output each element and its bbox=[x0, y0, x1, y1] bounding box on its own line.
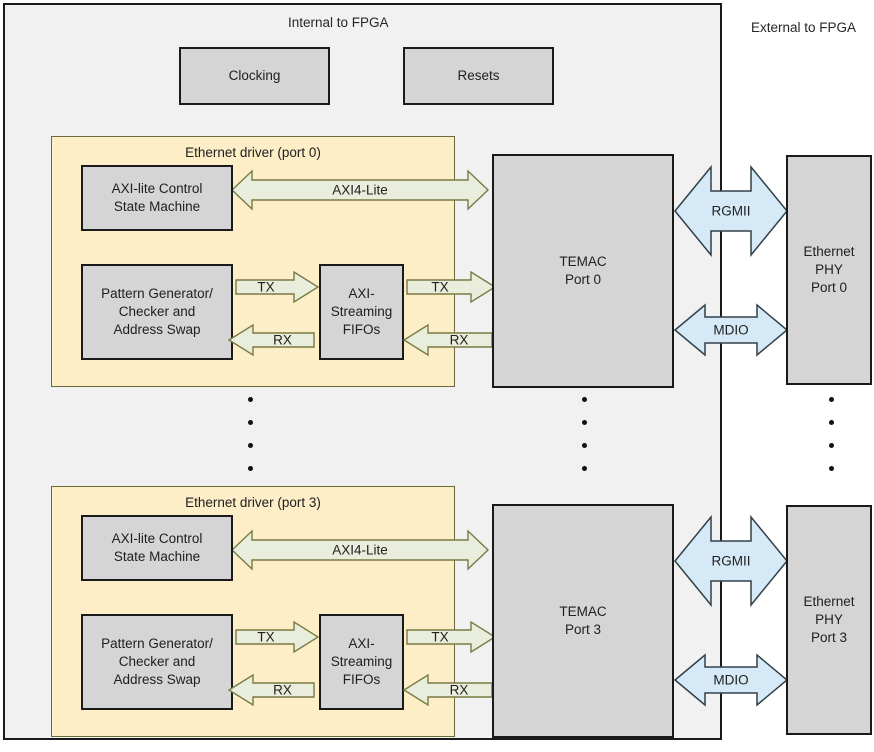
block-ethernet-phy-port3[interactable]: Ethernet PHY Port 3 bbox=[786, 505, 872, 735]
dot bbox=[248, 466, 253, 471]
dot bbox=[829, 466, 834, 471]
rx-outer-arrow-shape bbox=[402, 673, 493, 707]
fifos-line1: AXI- bbox=[348, 286, 375, 302]
block-clocking[interactable]: Clocking bbox=[179, 47, 330, 105]
arrow-rx-outer-port0: RX bbox=[402, 323, 493, 357]
continuation-dots-driver bbox=[248, 397, 253, 471]
dot bbox=[582, 443, 587, 448]
dot bbox=[582, 420, 587, 425]
ethernet-driver-port0-title: Ethernet driver (port 0) bbox=[185, 145, 321, 160]
arrow-axi4-lite-port0: AXI4-Lite bbox=[230, 169, 490, 211]
phy-line2: PHY bbox=[815, 612, 843, 628]
arrow-tx-inner-port3: TX bbox=[235, 620, 320, 654]
arrow-rx-outer-port3: RX bbox=[402, 673, 493, 707]
control-sm-line2: State Machine bbox=[113, 199, 201, 214]
dot bbox=[248, 420, 253, 425]
block-axi-streaming-fifos-port0[interactable]: AXI- Streaming FIFOs bbox=[319, 264, 404, 360]
axi4-lite-arrow-shape bbox=[230, 169, 490, 211]
pattern-gen-line1: Pattern Generator/ bbox=[101, 636, 213, 652]
control-sm-line2: State Machine bbox=[113, 549, 201, 564]
rx-inner-arrow-shape bbox=[227, 323, 315, 357]
pattern-gen-line2: Checker and bbox=[118, 654, 196, 670]
block-axi-lite-control-sm-port3[interactable]: AXI-lite Control State Machine bbox=[81, 515, 233, 581]
pattern-gen-line1: Pattern Generator/ bbox=[101, 286, 213, 302]
arrow-mdio-port3: MDIO bbox=[673, 653, 789, 707]
ethernet-driver-port3-title: Ethernet driver (port 3) bbox=[185, 495, 321, 510]
block-axi-streaming-fifos-port3[interactable]: AXI- Streaming FIFOs bbox=[319, 614, 404, 710]
pattern-gen-line3: Address Swap bbox=[113, 671, 201, 687]
block-temac-port0[interactable]: TEMAC Port 0 bbox=[492, 154, 674, 388]
tx-inner-arrow-shape bbox=[235, 270, 320, 304]
arrow-mdio-port0: MDIO bbox=[673, 303, 789, 357]
arrow-tx-outer-port0: TX bbox=[406, 270, 497, 304]
arrow-rgmii-port0: RGMII bbox=[674, 164, 788, 258]
continuation-dots-phy bbox=[829, 397, 834, 471]
arrow-rgmii-port3: RGMII bbox=[674, 514, 788, 608]
internal-to-fpga-label: Internal to FPGA bbox=[288, 15, 389, 30]
pattern-gen-line3: Address Swap bbox=[113, 321, 201, 337]
dot bbox=[829, 397, 834, 402]
arrow-rx-inner-port0: RX bbox=[227, 323, 315, 357]
temac-line1: TEMAC bbox=[559, 254, 607, 270]
block-axi-lite-control-sm-port0[interactable]: AXI-lite Control State Machine bbox=[81, 165, 233, 231]
external-to-fpga-label: External to FPGA bbox=[751, 20, 857, 35]
mdio-arrow-shape bbox=[673, 653, 789, 707]
arrow-tx-outer-port3: TX bbox=[406, 620, 497, 654]
arrow-rx-inner-port3: RX bbox=[227, 673, 315, 707]
block-resets-label: Resets bbox=[457, 68, 500, 84]
fifos-line3: FIFOs bbox=[342, 671, 381, 687]
phy-line1: Ethernet bbox=[803, 594, 855, 610]
phy-line3: Port 3 bbox=[810, 629, 848, 645]
rgmii-arrow-shape bbox=[674, 164, 788, 258]
control-sm-line1: AXI-lite Control bbox=[111, 531, 203, 547]
block-ethernet-phy-port0[interactable]: Ethernet PHY Port 0 bbox=[786, 155, 872, 385]
dot bbox=[829, 443, 834, 448]
arrow-tx-inner-port0: TX bbox=[235, 270, 320, 304]
fifos-line2: Streaming bbox=[330, 304, 393, 320]
fifos-line3: FIFOs bbox=[342, 321, 381, 337]
continuation-dots-temac bbox=[582, 397, 587, 471]
tx-outer-arrow-shape bbox=[406, 270, 497, 304]
temac-line2: Port 3 bbox=[564, 622, 602, 637]
tx-inner-arrow-shape bbox=[235, 620, 320, 654]
dot bbox=[582, 397, 587, 402]
phy-line2: PHY bbox=[815, 262, 843, 278]
block-resets[interactable]: Resets bbox=[403, 47, 554, 105]
dot bbox=[829, 420, 834, 425]
temac-line1: TEMAC bbox=[559, 604, 607, 620]
temac-line2: Port 0 bbox=[564, 272, 602, 287]
tx-outer-arrow-shape bbox=[406, 620, 497, 654]
control-sm-line1: AXI-lite Control bbox=[111, 181, 203, 197]
rx-outer-arrow-shape bbox=[402, 323, 493, 357]
block-pattern-generator-port0[interactable]: Pattern Generator/ Checker and Address S… bbox=[81, 264, 233, 360]
dot bbox=[248, 443, 253, 448]
dot bbox=[582, 466, 587, 471]
fifos-line1: AXI- bbox=[348, 636, 375, 652]
block-clocking-label: Clocking bbox=[228, 68, 281, 84]
block-temac-port3[interactable]: TEMAC Port 3 bbox=[492, 504, 674, 738]
mdio-arrow-shape bbox=[673, 303, 789, 357]
rgmii-arrow-shape bbox=[674, 514, 788, 608]
pattern-gen-line2: Checker and bbox=[118, 304, 196, 320]
fifos-line2: Streaming bbox=[330, 654, 393, 670]
rx-inner-arrow-shape bbox=[227, 673, 315, 707]
phy-line3: Port 0 bbox=[810, 279, 848, 295]
block-pattern-generator-port3[interactable]: Pattern Generator/ Checker and Address S… bbox=[81, 614, 233, 710]
dot bbox=[248, 397, 253, 402]
arrow-axi4-lite-port3: AXI4-Lite bbox=[230, 529, 490, 571]
axi4-lite-arrow-shape bbox=[230, 529, 490, 571]
phy-line1: Ethernet bbox=[803, 244, 855, 260]
